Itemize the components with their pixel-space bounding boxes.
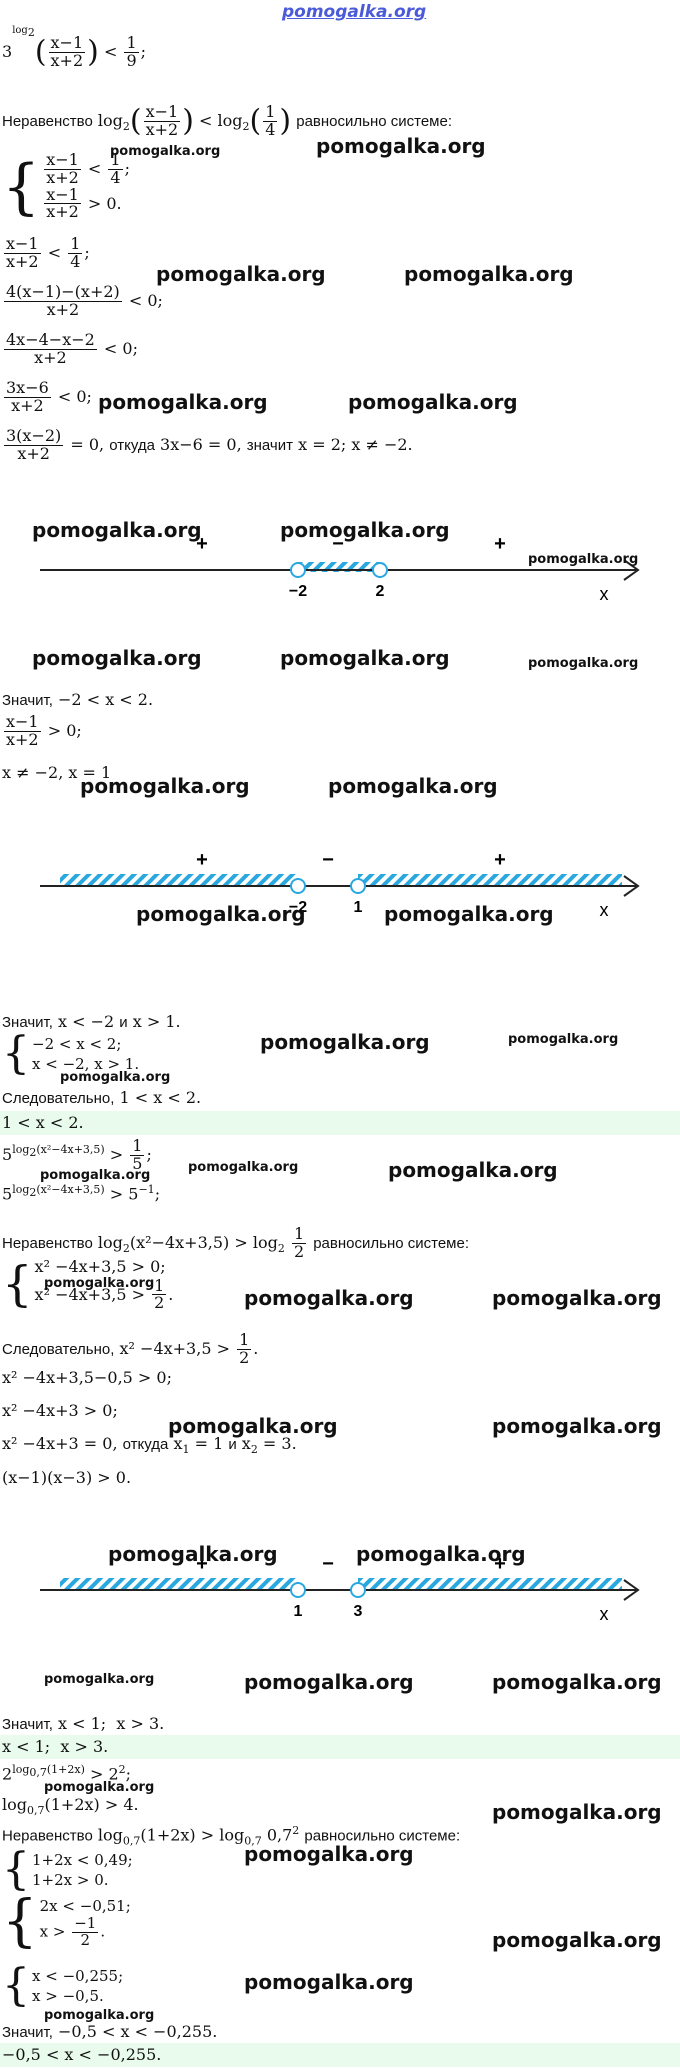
watermark: pomogalka.org	[492, 1670, 662, 1694]
math-line: Значит, x < 1; x > 3.	[2, 1714, 165, 1733]
math-line: Значит, x < −2 и x > 1.	[2, 1012, 181, 1031]
math-line: Следовательно, 1 < x < 2.	[2, 1088, 202, 1107]
number-line-2: + − + −2 1 x	[40, 849, 640, 920]
watermark: pomogalka.org	[356, 1542, 526, 1566]
math-line: x² −4x+3 = 0, откуда x1 = 1 и x2 = 3.	[2, 1434, 297, 1457]
math-line: x² −4x+3 > 0;	[2, 1401, 118, 1420]
math-system: { −2 < x < 2; x < −2, x > 1.	[2, 1028, 140, 1079]
sign-label: −	[322, 849, 334, 871]
math-line: 4(x−1)−(x+2)x+2 < 0;	[4, 282, 163, 319]
watermark: pomogalka.org	[280, 646, 450, 670]
point-label: 3	[354, 1603, 363, 1620]
watermark: pomogalka.org	[260, 1030, 430, 1054]
answer-highlight	[0, 2043, 680, 2067]
math-system: { x < −0,255; x > −0,5.	[2, 1960, 124, 2011]
sign-label: −	[332, 533, 344, 555]
answer-highlight	[0, 1111, 680, 1135]
math-line: 3(x−2)x+2 = 0, откуда 3x−6 = 0, значит x…	[4, 426, 413, 463]
site-logo[interactable]: pomogalka.org	[282, 2, 427, 22]
watermark: pomogalka.org	[244, 1670, 414, 1694]
number-line-3: + − + 1 3 x	[40, 1553, 640, 1624]
sign-label: −	[322, 1553, 334, 1575]
answer-highlight	[0, 1735, 680, 1759]
point-label: 1	[294, 1603, 303, 1620]
watermark: pomogalka.org	[44, 1276, 155, 1291]
sign-label: +	[196, 533, 208, 555]
math-line: Неравенство log0,7(1+2x) > log0,7 0,72 р…	[2, 1824, 461, 1848]
answer-line: 1 < x < 2.	[2, 1113, 84, 1132]
watermark: pomogalka.org	[492, 1928, 662, 1952]
watermark: pomogalka.org	[528, 552, 639, 567]
math-line: x ≠ −2, x = 1	[2, 763, 112, 782]
watermark: pomogalka.org	[348, 390, 518, 414]
point-label: −2	[289, 583, 307, 600]
watermark: pomogalka.org	[110, 144, 221, 159]
math-line: Значит, −0,5 < x < −0,255.	[2, 2022, 218, 2041]
watermark: pomogalka.org	[98, 390, 268, 414]
watermark: pomogalka.org	[40, 1168, 151, 1183]
watermark: pomogalka.org	[316, 134, 486, 158]
answer-line: −0,5 < x < −0,255.	[2, 2045, 162, 2064]
math-line: log0,7(1+2x) > 4.	[2, 1795, 139, 1818]
watermark: pomogalka.org	[60, 1070, 171, 1085]
sign-label: +	[494, 849, 506, 871]
watermark: pomogalka.org	[136, 902, 306, 926]
watermark: pomogalka.org	[280, 518, 450, 542]
watermark: pomogalka.org	[492, 1414, 662, 1438]
number-line-1: + − + −2 2 x	[40, 533, 640, 604]
math-line: 5log2(x²−4x+3,5) > 5−1;	[2, 1183, 161, 1204]
watermark: pomogalka.org	[168, 1414, 338, 1438]
math-line: x² −4x+3,5−0,5 > 0;	[2, 1368, 172, 1387]
watermark: pomogalka.org	[44, 1780, 155, 1795]
watermark: pomogalka.org	[188, 1160, 299, 1175]
math-system: { 1+2x < 0,49; 1+2x > 0.	[2, 1844, 133, 1895]
watermark: pomogalka.org	[388, 1158, 558, 1182]
answer-line: x < 1; x > 3.	[2, 1737, 109, 1756]
sign-label: +	[196, 1553, 208, 1575]
watermark: pomogalka.org	[384, 902, 554, 926]
watermark: pomogalka.org	[108, 1542, 278, 1566]
watermark: pomogalka.org	[44, 1672, 155, 1687]
sign-label: +	[494, 1553, 506, 1575]
axis-label: x	[600, 584, 609, 604]
watermark: pomogalka.org	[244, 1286, 414, 1310]
axis-label: x	[600, 1604, 609, 1624]
point-label: 1	[354, 899, 363, 916]
point-label: 2	[376, 583, 385, 600]
point-label: −2	[289, 899, 307, 916]
watermark: pomogalka.org	[44, 2008, 155, 2023]
watermark: pomogalka.org	[328, 774, 498, 798]
math-line: 2log0,7(1+2x) > 22;	[2, 1763, 132, 1784]
watermark: pomogalka.org	[528, 656, 639, 671]
math-line: Значит, −2 < x < 2.	[2, 690, 154, 709]
watermark: pomogalka.org	[404, 262, 574, 286]
watermark: pomogalka.org	[508, 1032, 619, 1047]
watermark: pomogalka.org	[244, 1842, 414, 1866]
math-line: (x−1)(x−3) > 0.	[2, 1468, 132, 1487]
axis-label: x	[600, 900, 609, 920]
watermark: pomogalka.org	[80, 774, 250, 798]
sign-label: +	[494, 533, 506, 555]
watermark: pomogalka.org	[244, 1970, 414, 1994]
watermark: pomogalka.org	[156, 262, 326, 286]
watermark: pomogalka.org	[32, 518, 202, 542]
watermark: pomogalka.org	[32, 646, 202, 670]
watermark: pomogalka.org	[492, 1800, 662, 1824]
sign-label: +	[196, 849, 208, 871]
watermark: pomogalka.org	[492, 1286, 662, 1310]
